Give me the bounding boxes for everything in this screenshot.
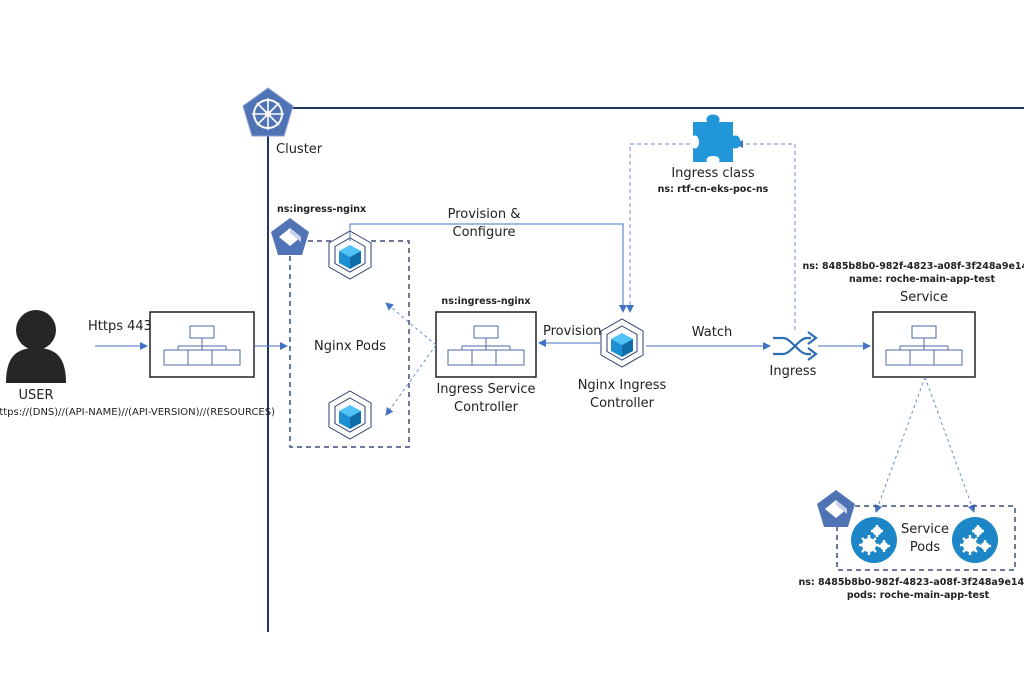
service-pods-group [836,505,1016,571]
service-pods-namespace: ns: 8485b8b0-982f-4823-a08f-3f248a9e143d [798,577,1024,588]
ingress-class-namespace: ns: rtf-cn-eks-poc-ns [657,184,769,195]
service-pods-label-1: Service [900,522,950,537]
nginx-pod-icon [328,390,372,440]
service-name: name: roche-main-app-test [848,274,996,285]
nginx-ingress-controller-label-1: Nginx Ingress [577,378,667,393]
service-namespace: ns: 8485b8b0-982f-4823-a08f-3f248a9e143d [802,261,1024,272]
service-pods-label-2: Pods [909,540,941,555]
service-to-pod-arrow [924,376,976,513]
service-to-pod-arrow [874,376,926,513]
controller-to-pod-arrow [385,302,437,346]
puzzle-icon [693,114,741,162]
nginx-pods-label: Nginx Pods [313,339,387,354]
service-label: Service [899,290,949,305]
ingress-label: Ingress [769,364,817,379]
person-icon [6,310,66,383]
user-label: USER [18,388,54,403]
ingress-service-controller-label-1: Ingress Service [436,382,536,397]
cluster-label: Cluster [276,142,323,157]
kubernetes-wheel-icon [242,87,294,137]
provision-configure-arrow [349,223,627,313]
service-node [872,311,976,378]
nginx-ingress-controller-icon [600,318,644,368]
ingress-class-label: Ingress class [671,166,755,181]
ingress-service-controller-label-2: Controller [454,400,518,415]
service-pod-gear-icon [849,515,899,565]
https-label: Https 443 [88,319,152,334]
watch-label: Watch [691,325,733,340]
namespace-icon [271,218,309,255]
ingress-service-controller-node [435,311,537,378]
load-balancer-node [149,311,255,378]
ingress-service-controller-namespace: ns:ingress-nginx [441,296,531,307]
nginx-pods-namespace: ns:ingress-nginx [277,204,367,215]
namespace-icon [817,490,855,527]
provision-configure-label-2: Configure [452,225,516,240]
cluster-boundary [267,107,1024,632]
provision-configure-label-1: Provision & [447,207,521,222]
ingress-class-dashed-loop [735,140,796,330]
provision-label: Provision [543,324,602,339]
user-url: https://(DNS)//(API-NAME)//(API-VERSION)… [0,407,275,418]
ingress-shuffle-icon [773,331,818,361]
nginx-ingress-controller-label-2: Controller [590,396,654,411]
service-pod-gear-icon [950,515,1000,565]
controller-to-pod-arrow [385,344,437,416]
service-pods-name: pods: roche-main-app-test [846,590,990,601]
ingress-class-to-controller-arrow [626,143,690,313]
